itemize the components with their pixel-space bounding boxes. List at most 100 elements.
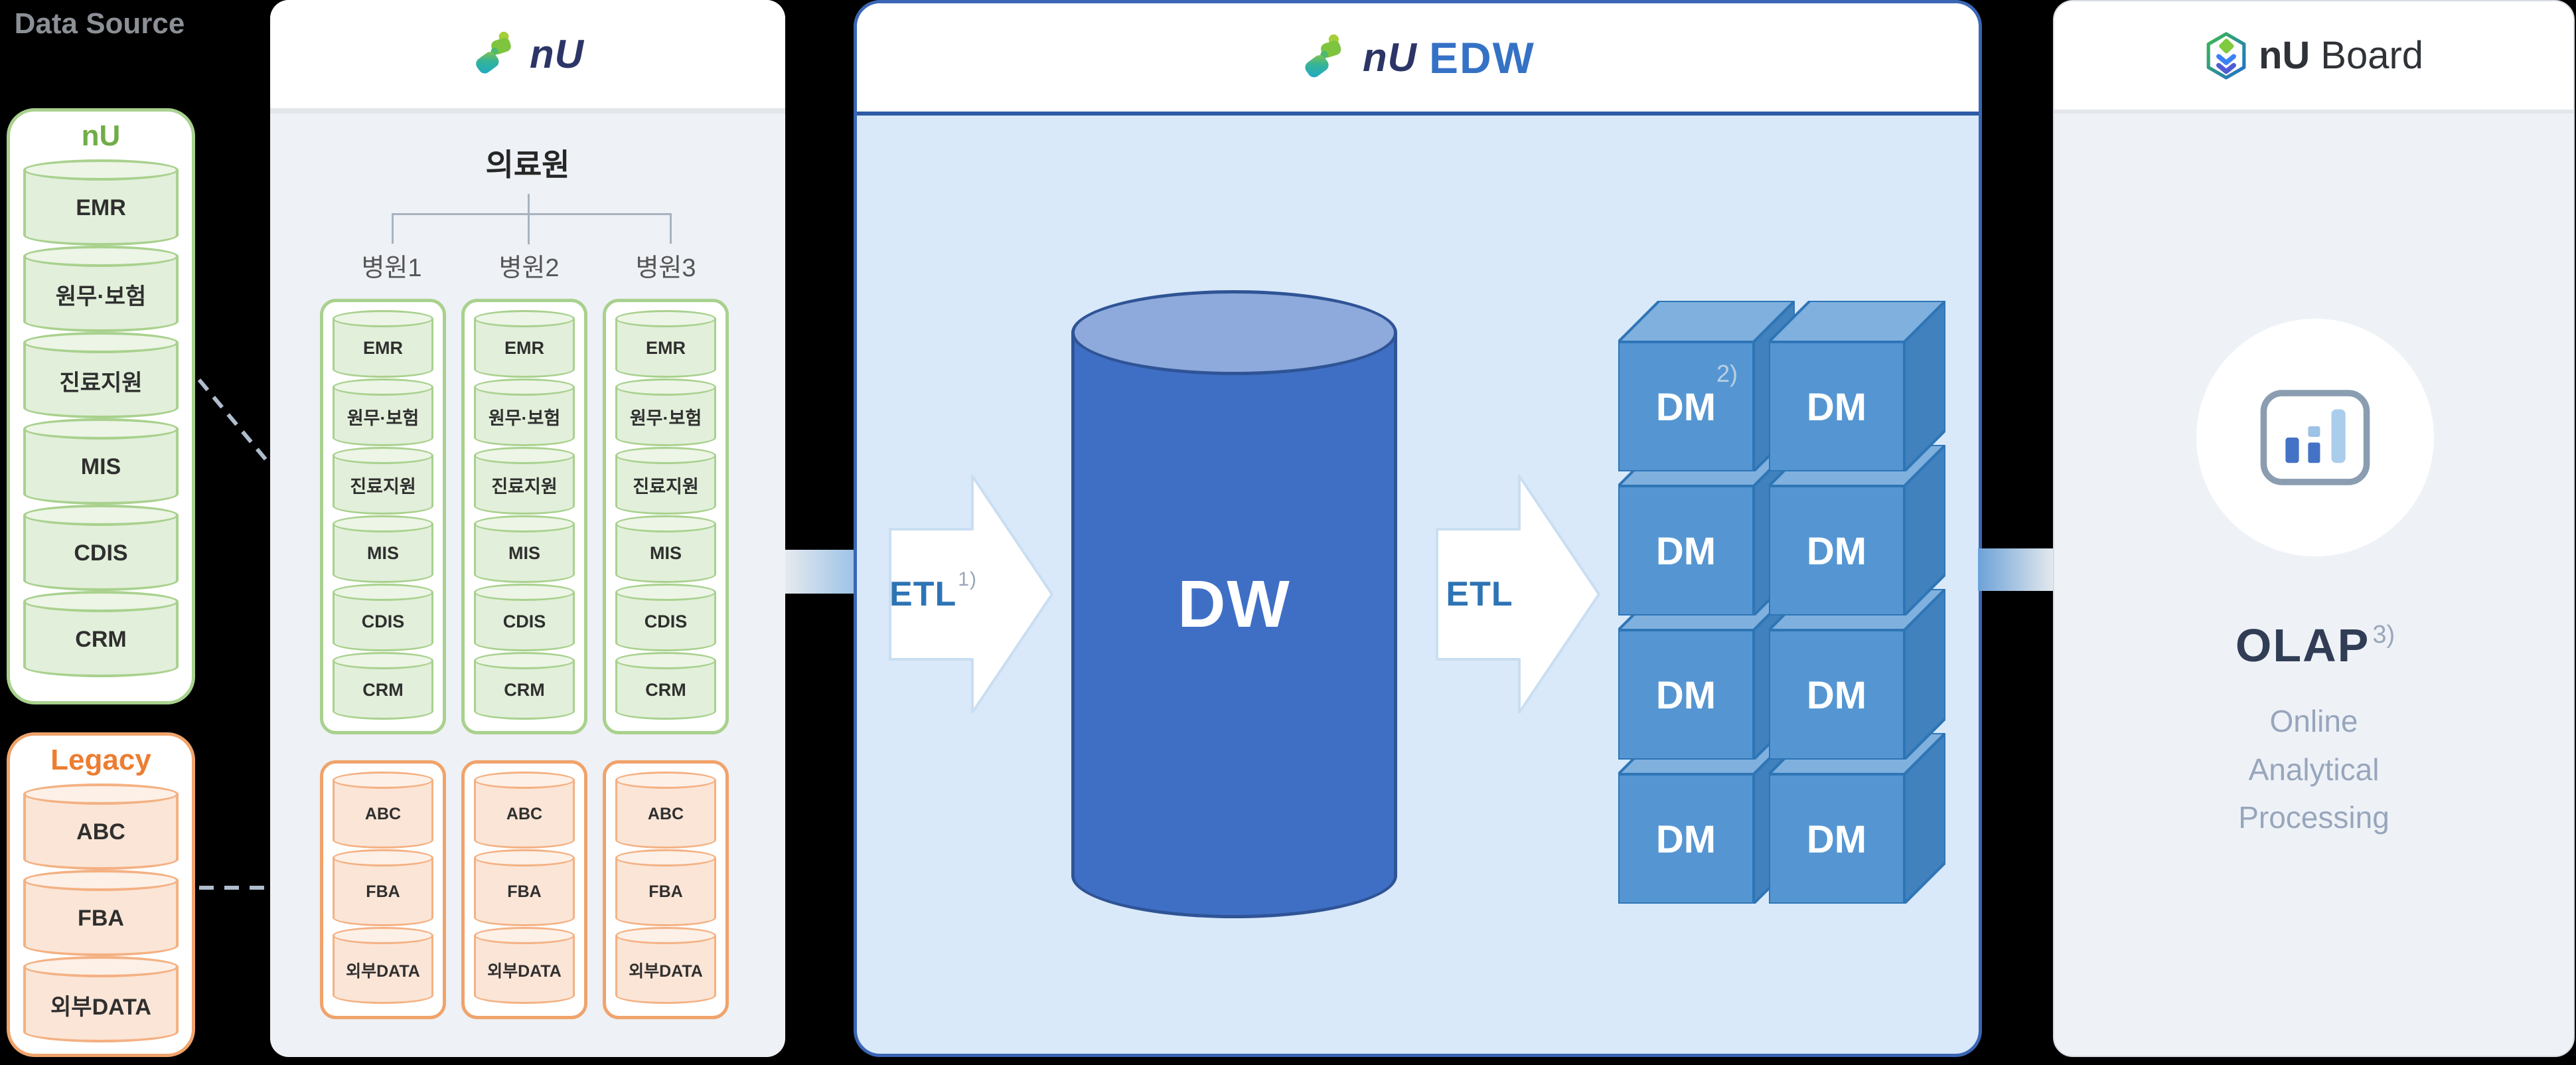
cylinder-label: 원무·보험 [488, 408, 561, 428]
hospital-nu-systems-box: EMR 원무·보험 진료지원 [320, 299, 446, 734]
cylinder-top-ellipse [23, 159, 179, 181]
database-cylinder: 진료지원 [474, 447, 575, 515]
cylinder-body [23, 429, 179, 505]
etl-label-2: ETL [1436, 561, 1523, 627]
olap-subtitle-line: Analytical [2248, 752, 2380, 787]
dm-label: DM [1807, 818, 1866, 861]
data-source-nu-group: nU EMR 원무·보험 진료지원 [7, 108, 195, 704]
cylinder-label: FBA [78, 905, 124, 931]
hospital-legacy-systems-box: ABC FBA 외부DATA [461, 760, 587, 1019]
dm-cube-grid: DM 2) DM [1617, 299, 1950, 908]
dm-label: DM [1807, 674, 1866, 717]
database-cylinder: CRM [23, 591, 179, 677]
nu-logo-text: nU [530, 32, 584, 76]
cylinder-label: ABC [647, 805, 684, 823]
database-cylinder: MIS [23, 418, 179, 505]
olap-footnote-marker: 3) [2372, 621, 2395, 649]
cylinder-label: ABC [364, 805, 402, 823]
hospital-legacy-systems-box: ABC FBA 외부DATA [603, 760, 729, 1019]
etl-arrow-2: ETL [1436, 461, 1602, 727]
tree-line-center [528, 194, 530, 244]
database-cylinder: 외부DATA [333, 927, 433, 1004]
database-cylinder: MIS [615, 515, 716, 583]
cylinder-top-ellipse [615, 378, 716, 396]
arrow-right-icon [1436, 475, 1600, 714]
database-cylinder: 외부DATA [23, 956, 179, 1042]
cylinder-body [333, 455, 433, 515]
cylinder-top-ellipse [474, 927, 575, 944]
cylinder-label: 원무·보험 [55, 284, 147, 309]
hospital-legacy-systems-box: ABC FBA 외부DATA [320, 760, 446, 1019]
cylinder-body [333, 319, 433, 378]
cylinder-body [23, 602, 179, 677]
nu-board-logo-icon [2206, 31, 2246, 80]
cylinder-body [474, 455, 575, 515]
database-cylinder: 원무·보험 [474, 378, 575, 446]
cylinder-top-ellipse [474, 584, 575, 601]
database-cylinder: FBA [333, 849, 433, 926]
dm-label: DM [1807, 530, 1866, 573]
cylinder-label: ABC [506, 805, 543, 823]
cylinder-label: MIS [80, 453, 121, 479]
cylinder-body [23, 794, 179, 870]
cylinder-body [474, 661, 575, 720]
cylinder-top-ellipse [615, 584, 716, 601]
cylinder-label: 진료지원 [633, 477, 699, 497]
cylinder-body [23, 880, 179, 956]
cylinder-label: ABC [76, 819, 125, 845]
database-cylinder: 원무·보험 [333, 378, 433, 446]
cylinder-body [23, 967, 179, 1042]
cylinder-body [333, 524, 433, 583]
olap-icon-circle [2196, 319, 2434, 556]
database-cylinder: MIS [333, 515, 433, 583]
cylinder-label: MIS [649, 543, 682, 563]
cylinder-top-ellipse [333, 652, 433, 669]
cylinder-label: CRM [645, 680, 686, 700]
cylinder-body [474, 780, 575, 849]
cylinder-body [474, 387, 575, 446]
hospital-nu-systems-box: EMR 원무·보험 진료지원 [603, 299, 729, 734]
etl-label-text: ETL [1446, 575, 1513, 614]
data-source-legacy-group: Legacy ABC FBA 외부DATA [7, 732, 195, 1057]
database-cylinder: 외부DATA [615, 927, 716, 1004]
cylinder-label: MIS [508, 543, 540, 563]
cylinder-top-ellipse [333, 515, 433, 532]
cylinder-label: FBA [507, 882, 542, 901]
dm-label: DM [1656, 530, 1716, 573]
cylinder-top-ellipse [23, 246, 179, 267]
cylinder-body [474, 524, 575, 583]
cylinder-body [474, 592, 575, 651]
cylinder-label: 진료지원 [350, 477, 416, 497]
cylinder-top-ellipse [23, 332, 179, 353]
hospital-label: 병원2 [498, 254, 560, 282]
database-cylinder: ABC [615, 772, 716, 849]
cylinder-label: MIS [366, 543, 399, 563]
cylinder-top-ellipse [615, 515, 716, 532]
tree-line-left-drop [392, 213, 394, 244]
dm-cube: DM 2) [1617, 299, 1796, 473]
cube-icon: DM 2) [1617, 299, 1796, 473]
cylinder-top-ellipse [23, 591, 179, 612]
cylinder-body [23, 256, 179, 332]
cylinder-body [333, 387, 433, 446]
cylinder-label: CRM [362, 680, 404, 700]
hospital-systems-panel: nU 의료원 병원1 병원2 병원3 [270, 0, 785, 1057]
cylinder-label: 원무·보험 [346, 408, 419, 428]
cylinder-top-ellipse [474, 772, 575, 789]
database-cylinder: MIS [474, 515, 575, 583]
olap-subtitle: Online Analytical Processing [2054, 697, 2573, 842]
database-cylinder: ABC [333, 772, 433, 849]
database-cylinder: EMR [23, 159, 179, 246]
cylinder-label: FBA [648, 882, 683, 901]
cylinder-label: 외부DATA [50, 994, 151, 1020]
tree-line-right-drop [670, 213, 672, 244]
database-cylinder: CDIS [333, 584, 433, 651]
cylinder-top-ellipse [615, 772, 716, 789]
board-brand-bold: nU [2258, 34, 2311, 77]
org-title: 의료원 [485, 147, 570, 182]
olap-chart-icon [2260, 390, 2370, 485]
dm-cube: DM [1768, 299, 1947, 473]
nu-logo-text: nU [1363, 35, 1417, 80]
